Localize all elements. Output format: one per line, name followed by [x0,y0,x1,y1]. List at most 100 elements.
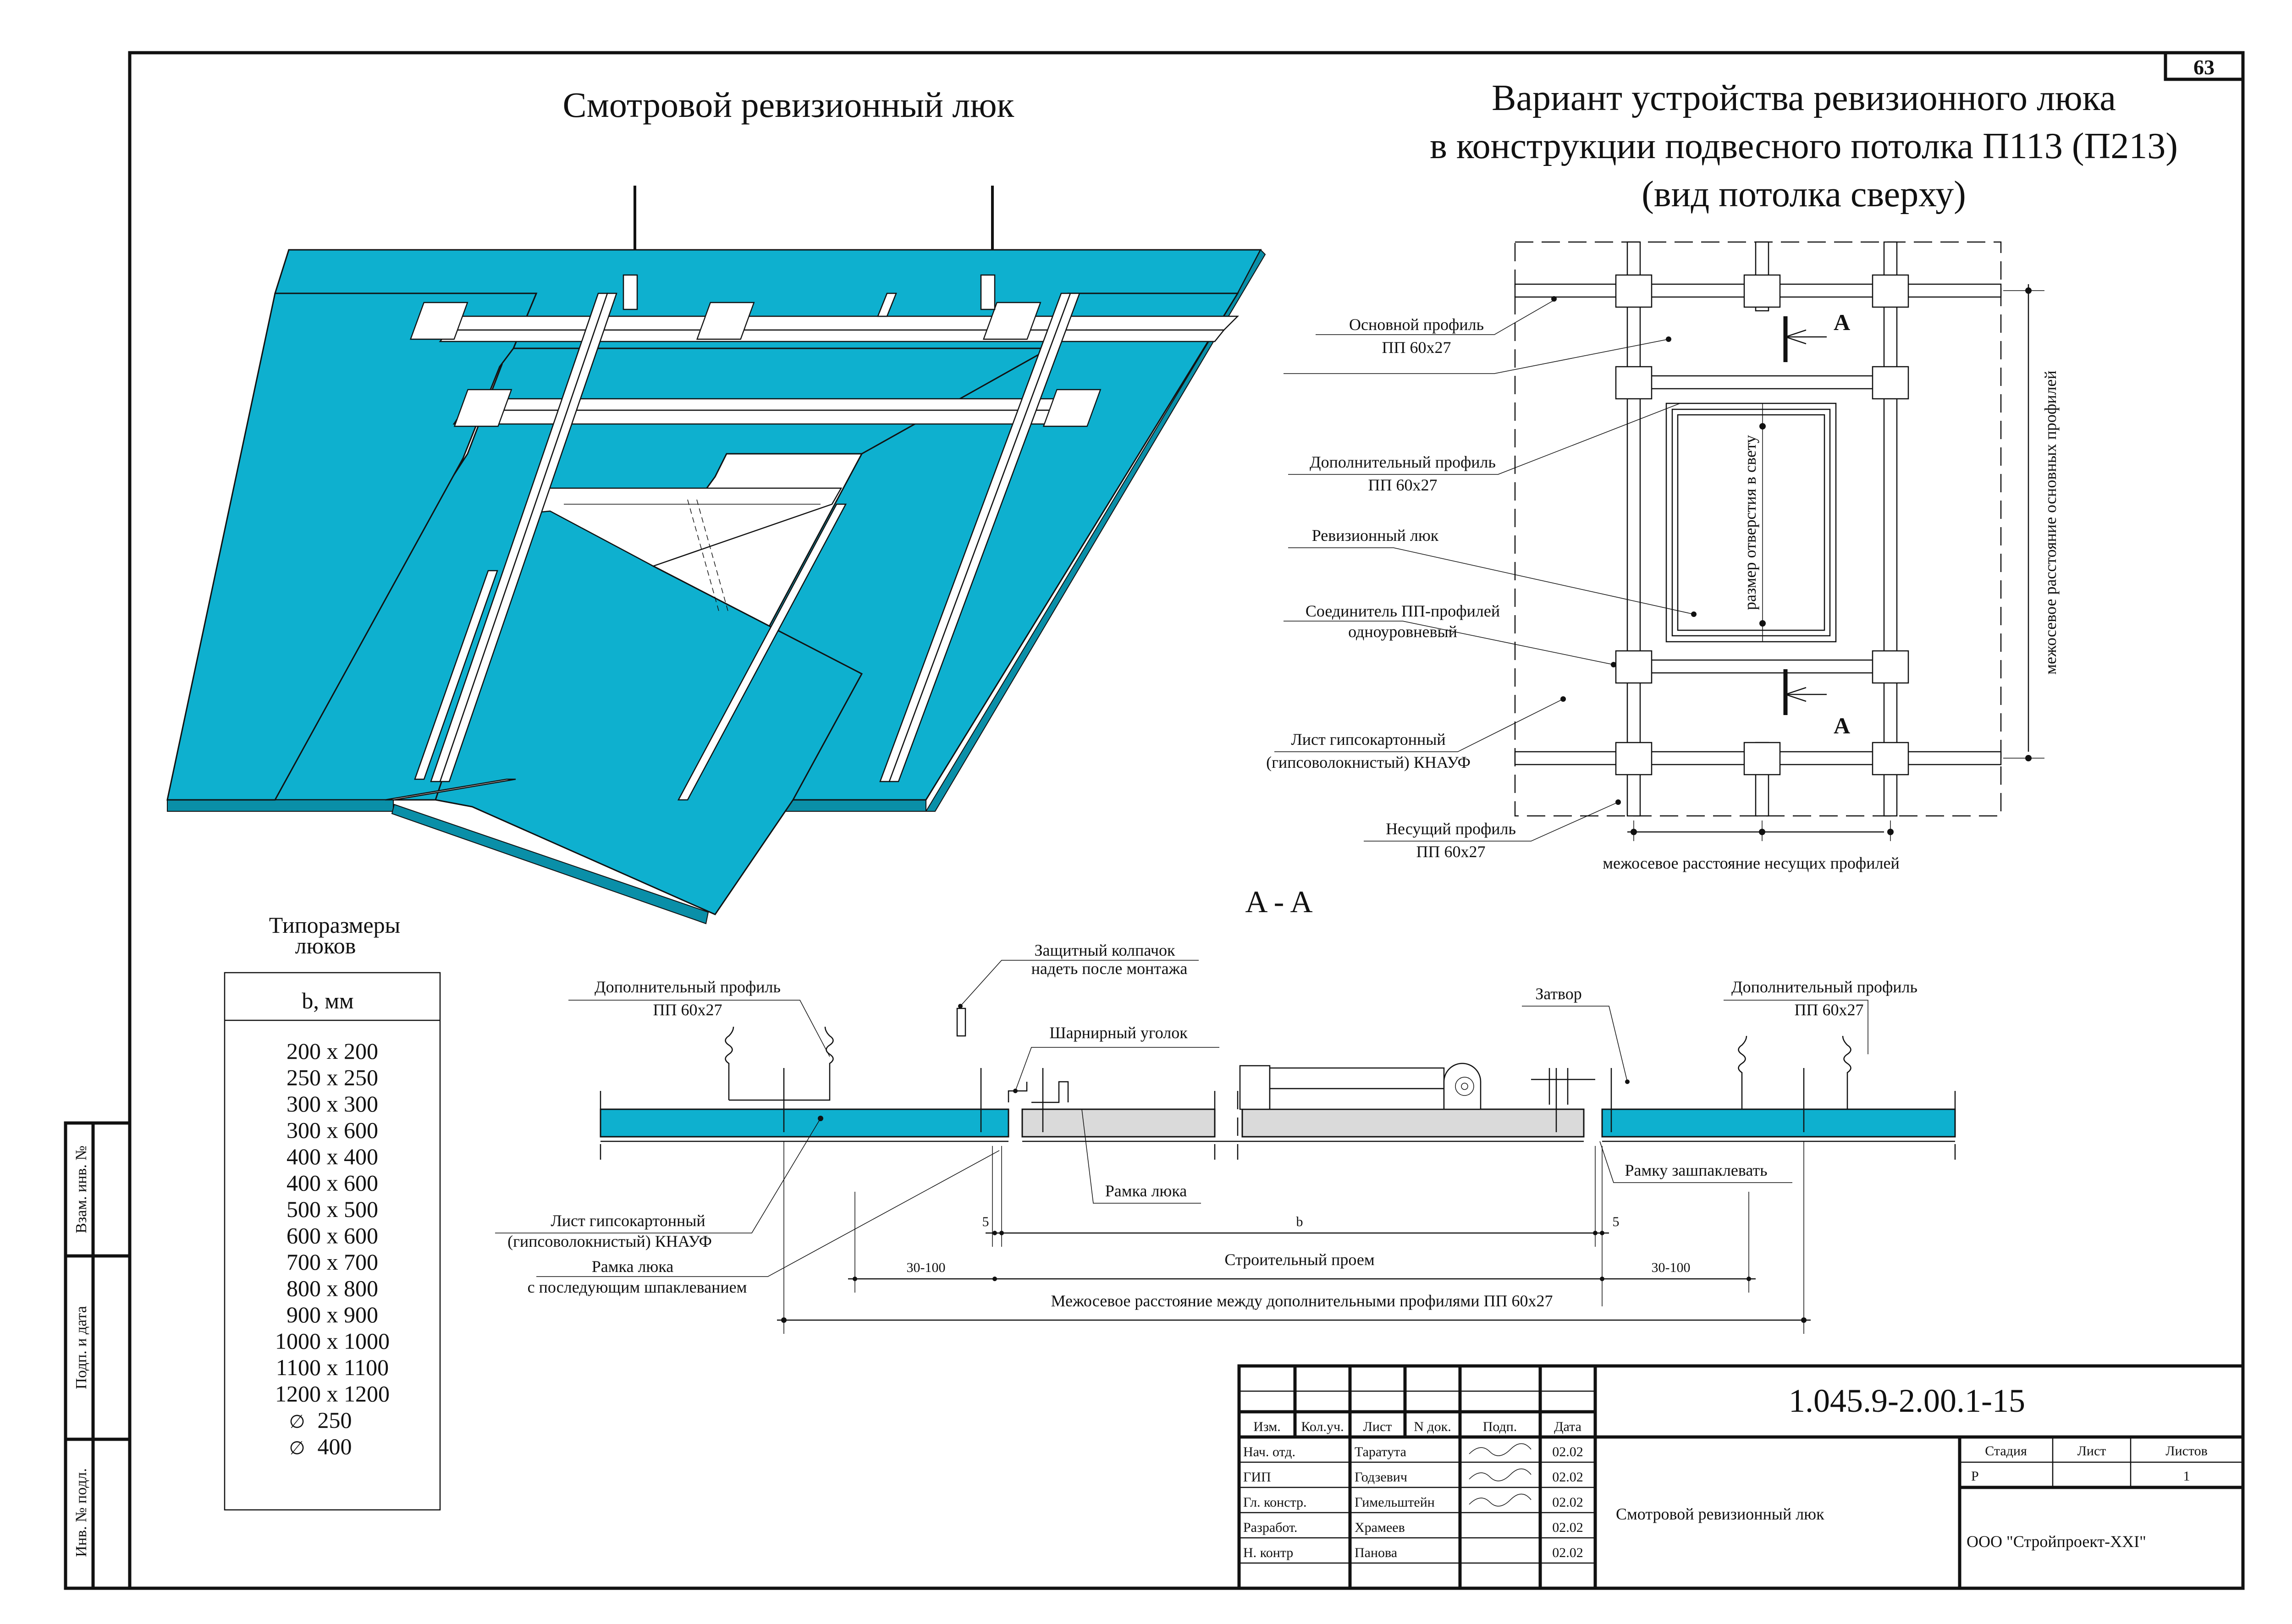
main-spacing-label: межосевое расстояние основных профилей [2041,370,2060,674]
signer-row: Разработ. Храмеев 02.02 [1243,1520,1583,1535]
section-hatch-lid [1021,1108,1216,1138]
signer-name: Гимельштейн [1355,1495,1435,1510]
size-row: 1200 x 1200 [275,1381,390,1407]
callout-connector-type: одноуровневый [1348,622,1457,641]
signer-name: Годзевич [1355,1470,1407,1485]
size-row: 250 x 250 [286,1065,378,1090]
sheets-header: Листов [2165,1443,2208,1459]
stage-header: Стадия [1985,1443,2027,1459]
hatch-lid-edge [391,804,709,925]
latch [1531,1068,1595,1105]
size-row: 700 x 700 [286,1249,378,1275]
signer-role: ГИП [1243,1470,1271,1485]
signature-icon [1469,1443,1532,1456]
main-spacing-dimension: межосевое расстояние основных профилей [2003,284,2060,761]
isometric-view: Смотровой ревизионный люк [166,85,1266,925]
plan-bearing-profiles [1626,241,1898,817]
page-number: 63 [2193,55,2215,79]
size-row: 1100 x 1100 [276,1354,389,1380]
callout-frame: Рамка люка [1105,1182,1187,1200]
signer-date: 02.02 [1552,1545,1583,1560]
dim-offset-right: 30-100 [1652,1260,1691,1275]
plan-main-profiles [1514,283,2002,765]
callout-cap-detail: надеть после монтажа [1031,959,1188,978]
size-row: 900 x 900 [286,1302,378,1327]
diameter-symbol: ∅ [289,1411,305,1432]
section-view: A - A [495,884,1956,1334]
section-title: A - A [1245,884,1312,919]
signer-role: Н. контр [1243,1545,1293,1560]
section-letter-bottom: A [1834,713,1850,738]
plan-title-line1: Вариант устройства ревизионного люка [1492,78,2116,118]
size-row: 300 x 600 [286,1118,378,1143]
plan-view: Вариант устройства ревизионного люка в к… [1266,78,2178,872]
callout-sheet-type: (гипсоволокнистый) КНАУФ [1266,753,1471,771]
title-block: Изм. Кол.уч. Лист N док. Подп. Дата Нач.… [1237,1364,2243,1588]
sheet-title: Смотровой ревизионный люк [1616,1505,1824,1523]
signer-role: Разработ. [1243,1520,1297,1535]
tb-header-docno: N док. [1414,1419,1451,1434]
callout-putty-frame: Рамку зашпаклевать [1625,1161,1767,1179]
iso-profiles [385,292,1240,801]
signer-role: Нач. отд. [1243,1444,1295,1459]
section-callouts: Дополнительный профиль ПП 60x27 Защитный… [495,941,1917,1296]
plan-title-line2: в конструкции подвесного потолка П113 (П… [1430,126,2178,166]
size-row: 1000 x 1000 [275,1328,390,1354]
section-drywall-right [1601,1108,1956,1138]
signer-name: Панова [1355,1545,1397,1560]
signer-date: 02.02 [1552,1495,1583,1510]
dim-gap-right: 5 [1613,1214,1620,1229]
diameter-symbol: ∅ [289,1438,305,1459]
signer-row: ГИП Годзевич 02.02 [1243,1468,1583,1485]
size-row: 400 x 400 [286,1144,378,1169]
hatch-lid [435,496,863,915]
signer-name: Храмеев [1355,1520,1405,1535]
callout-sheet-type: (гипсоволокнистый) КНАУФ [507,1232,712,1250]
callout-main-profile: Основной профиль [1349,315,1484,334]
opening-dim-label: размер отверстия в свету [1741,435,1759,610]
doc-code: 1.045.9-2.00.1-15 [1789,1382,2025,1419]
callout-sheet: Лист гипсокартонный [551,1211,705,1230]
dim-axis-spacing: Межосевое расстояние между дополнительны… [1051,1292,1553,1310]
signer-date: 02.02 [1552,1444,1583,1459]
signer-role: Гл. констр. [1243,1495,1306,1510]
tb-header-count: Кол.уч. [1301,1419,1344,1434]
bearing-spacing-label: межосевое расстояние несущих профилей [1603,854,1899,872]
section-mark-top: A [1783,309,1850,362]
callout-hatch: Ревизионный люк [1312,526,1439,545]
protective-cap [956,1007,966,1037]
signature-icon [1469,1468,1532,1481]
side-stamp: Взам. инв. № Подп. и дата Инв. № подл. [64,1121,132,1590]
drywall-edge [925,249,1266,812]
iso-connectors [409,274,1102,427]
sizes-title-line1: Типоразмеры [269,912,400,938]
sheet-frame: 63 [128,51,2245,1590]
sheet-header: Лист [2077,1443,2106,1459]
stage-value: Р [1971,1469,1979,1484]
signer-date: 02.02 [1552,1520,1583,1535]
signer-row: Гл. констр. Гимельштейн 02.02 [1243,1493,1583,1510]
hatch-mechanism [1239,1062,1482,1110]
bearing-spacing-dimension: межосевое расстояние несущих профилей [1603,820,1900,872]
section-hatch-lid [1241,1108,1585,1138]
callout-main-profile-type: ПП 60x27 [1382,338,1451,357]
tb-header-sheet: Лист [1363,1419,1392,1434]
size-row: 400 x 600 [286,1170,378,1196]
plan-connectors [1615,274,1909,776]
stamp-original-inv: Инв. № подл. [73,1468,90,1557]
stamp-replacement-inv: Взам. инв. № [73,1145,90,1233]
size-row: 600 x 600 [286,1223,378,1249]
callout-bearing-profile: Несущий профиль [1386,820,1516,838]
size-row: 200 x 200 [286,1038,378,1064]
signer-date: 02.02 [1552,1470,1583,1485]
section-dimensions: 5 b 5 Строительный проем 30-100 30-100 М… [777,1141,1811,1334]
callout-sheet: Лист гипсокартонный [1291,730,1445,749]
callout-extra-profile-left: Дополнительный профиль [595,978,781,996]
round-size: 250 [318,1407,352,1433]
signer-row: Н. контр Панова 02.02 [1243,1545,1583,1560]
